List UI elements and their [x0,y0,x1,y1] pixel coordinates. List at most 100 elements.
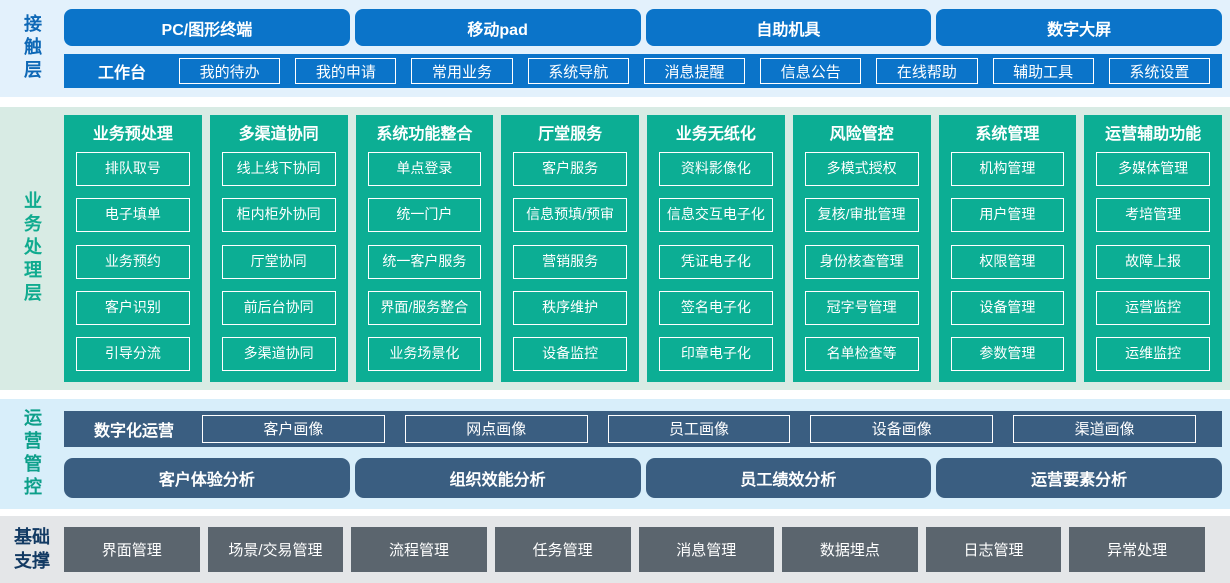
business-item: 运营监控 [1096,290,1210,325]
business-item: 用户管理 [950,198,1065,233]
business-column-system-management: 系统管理 机构管理 用户管理 权限管理 设备管理 参数管理 [938,115,1077,382]
business-item: 业务预约 [76,244,190,279]
workbench-bar: 工作台 我的待办 我的申请 常用业务 系统导航 消息提醒 信息公告 在线帮助 辅… [64,54,1222,88]
business-column-multichannel: 多渠道协同 线上线下协同 柜内柜外协同 厅堂协同 前后台协同 多渠道协同 [209,115,348,382]
column-title: 系统管理 [975,126,1040,143]
layer-label-operations: 运营管控 [0,399,64,509]
business-item: 凭证电子化 [659,244,773,279]
business-item: 营销服务 [513,244,627,279]
layer-foundation: 基础支撑 界面管理 场景/交易管理 流程管理 任务管理 消息管理 数据埋点 日志… [0,516,1230,583]
foundation-item-process: 流程管理 [351,527,487,572]
business-item: 引导分流 [76,337,190,371]
business-column-preprocessing: 业务预处理 排队取号 电子填单 业务预约 客户识别 引导分流 [64,115,202,382]
column-title: 系统功能整合 [376,126,473,143]
business-item: 信息交互电子化 [659,198,773,233]
business-column-lobby-service: 厅堂服务 客户服务 信息预填/预审 营销服务 秩序维护 设备监控 [501,115,639,382]
analysis-org-efficiency: 组织效能分析 [354,457,641,498]
terminal-pc: PC/图形终端 [64,9,350,46]
workbench-item-navigation: 系统导航 [527,58,629,84]
layer-label-contact: 接触层 [0,0,64,97]
business-item: 设备管理 [950,290,1065,325]
terminal-row: PC/图形终端 移动pad 自助机具 数字大屏 [64,9,1222,46]
workbench-item-message-alerts: 消息提醒 [643,58,746,84]
analysis-employee-performance: 员工绩效分析 [645,457,932,498]
digital-operations-label: 数字化运营 [94,422,175,440]
digital-operations-bar: 数字化运营 客户画像 网点画像 员工画像 设备画像 渠道画像 [64,410,1222,447]
foundation-item-message: 消息管理 [638,527,775,572]
business-column-paperless: 业务无纸化 资料影像化 信息交互电子化 凭证电子化 签名电子化 印章电子化 [647,115,785,382]
business-item: 单点登录 [367,152,482,186]
business-item: 界面/服务整合 [367,290,482,325]
business-item: 柜内柜外协同 [221,198,336,233]
business-item: 线上线下协同 [221,152,336,186]
business-item: 客户识别 [76,290,190,325]
portrait-branch: 网点画像 [404,414,588,443]
business-item: 多媒体管理 [1096,152,1210,186]
foundation-item-exception: 异常处理 [1069,527,1205,572]
analysis-customer-experience: 客户体验分析 [64,457,350,498]
business-item: 身份核查管理 [804,244,919,279]
business-item: 电子填单 [76,198,190,233]
column-title: 多渠道协同 [238,126,319,143]
workbench-item-applications: 我的申请 [295,58,397,84]
business-item: 印章电子化 [659,337,773,371]
business-item: 统一客户服务 [367,244,482,279]
column-title: 业务无纸化 [675,126,756,143]
business-item: 运维监控 [1096,337,1210,371]
analysis-row: 客户体验分析 组织效能分析 员工绩效分析 运营要素分析 [64,457,1222,498]
business-item: 多模式授权 [804,152,919,186]
terminal-self-service: 自助机具 [645,9,932,46]
business-item: 机构管理 [950,152,1065,186]
foundation-item-scene-transaction: 场景/交易管理 [207,527,344,572]
business-item: 客户服务 [513,152,627,186]
portrait-device: 设备画像 [810,414,994,443]
layer-contact: 接触层 PC/图形终端 移动pad 自助机具 数字大屏 工作台 我的待办 我的申… [0,0,1230,97]
business-item: 统一门户 [367,198,482,233]
portrait-channel: 渠道画像 [1013,414,1196,443]
terminal-pad: 移动pad [354,9,641,46]
column-title: 厅堂服务 [538,126,603,143]
business-item: 设备监控 [513,337,627,371]
business-item: 参数管理 [950,337,1065,371]
business-item: 名单检查等 [804,337,919,371]
workbench-item-online-help: 在线帮助 [876,58,978,84]
workbench-item-todo: 我的待办 [179,58,281,84]
column-title: 运营辅助功能 [1105,126,1202,143]
workbench-item-aux-tools: 辅助工具 [992,58,1094,84]
business-item: 前后台协同 [221,290,336,325]
layer-label-business-text: 业务处理层 [22,191,42,306]
business-item: 秩序维护 [513,290,627,325]
foundation-item-ui-management: 界面管理 [64,527,200,572]
business-item: 信息预填/预审 [513,198,627,233]
workbench-item-common-business: 常用业务 [411,58,513,84]
portrait-employee: 员工画像 [607,414,791,443]
column-title: 风险管控 [829,126,894,143]
business-item: 排队取号 [76,152,190,186]
workbench-label: 工作台 [98,65,147,82]
business-column-ops-aux: 运营辅助功能 多媒体管理 考培管理 故障上报 运营监控 运维监控 [1084,115,1222,382]
business-item: 权限管理 [950,244,1065,279]
business-item: 冠字号管理 [804,290,919,325]
portrait-customer: 客户画像 [202,414,385,443]
layer-label-operations-text: 运营管控 [22,408,42,500]
business-column-integration: 系统功能整合 单点登录 统一门户 统一客户服务 界面/服务整合 业务场景化 [355,115,494,382]
analysis-operation-factors: 运营要素分析 [936,457,1222,498]
business-item: 签名电子化 [659,290,773,325]
layer-label-foundation: 基础支撑 [0,516,64,583]
business-column-risk-control: 风险管控 多模式授权 复核/审批管理 身份核查管理 冠字号管理 名单检查等 [792,115,931,382]
business-item: 厅堂协同 [221,244,336,279]
layer-label-business: 业务处理层 [0,107,64,390]
layer-operations: 运营管控 数字化运营 客户画像 网点画像 员工画像 设备画像 渠道画像 客户体验… [0,399,1230,509]
foundation-item-task: 任务管理 [494,527,631,572]
column-title: 业务预处理 [92,126,173,143]
workbench-item-settings: 系统设置 [1108,58,1210,84]
business-item: 故障上报 [1096,244,1210,279]
foundation-item-data-tracking: 数据埋点 [782,527,918,572]
terminal-big-screen: 数字大屏 [936,9,1222,46]
layer-business: 业务处理层 业务预处理 排队取号 电子填单 业务预约 客户识别 引导分流 多渠道… [0,107,1230,390]
business-item: 资料影像化 [659,152,773,186]
business-item: 多渠道协同 [221,337,336,371]
workbench-item-announcements: 信息公告 [760,58,862,84]
business-item: 复核/审批管理 [804,198,919,233]
business-item: 业务场景化 [367,337,482,371]
